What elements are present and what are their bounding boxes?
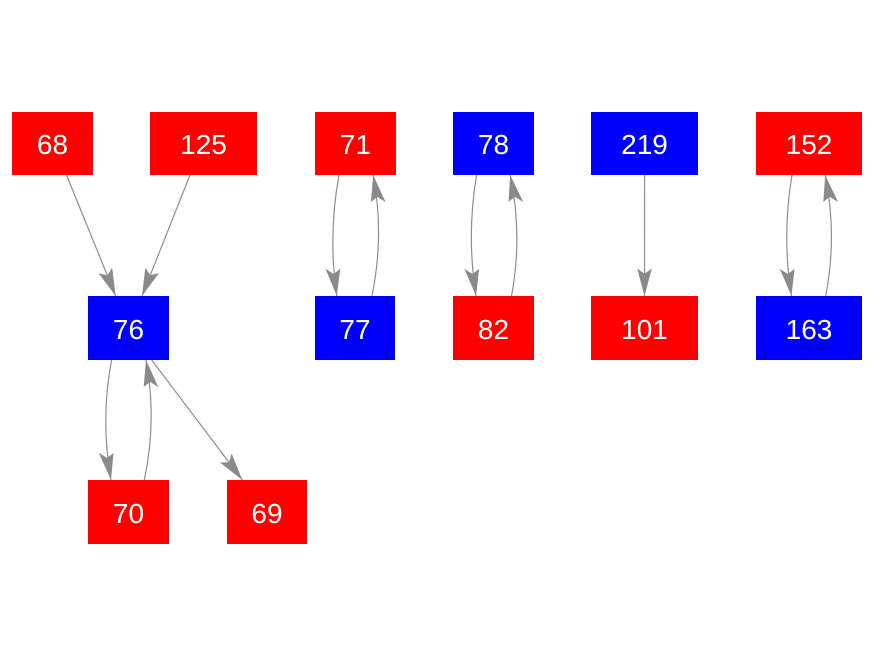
node-label-76: 76 <box>112 313 145 345</box>
node-label-71: 71 <box>339 129 372 160</box>
node-77[interactable]: 77 <box>315 296 395 360</box>
node-71[interactable]: 71 <box>315 112 396 175</box>
arrow-head-76-69 <box>219 453 243 480</box>
edge-82-78 <box>508 174 524 297</box>
node-label-125: 125 <box>180 129 227 160</box>
edge-125-76 <box>141 174 191 297</box>
arrow-head-70-76 <box>143 360 159 388</box>
edge-78-82 <box>464 174 480 297</box>
node-label-68: 68 <box>36 129 69 160</box>
arrow-head-76-70 <box>98 452 114 480</box>
arrow-head-163-152 <box>823 175 839 202</box>
node-152[interactable]: 152 <box>756 112 862 175</box>
node-219[interactable]: 219 <box>591 112 698 175</box>
arrow-head-71-77 <box>325 268 341 296</box>
node-label-219: 219 <box>621 129 668 160</box>
node-69[interactable]: 69 <box>227 480 307 544</box>
node-68[interactable]: 68 <box>12 112 93 175</box>
node-101[interactable]: 101 <box>591 296 698 360</box>
node-label-69: 69 <box>251 497 283 529</box>
arrow-head-77-71 <box>370 175 386 203</box>
arrow-head-152-163 <box>779 268 795 296</box>
node-label-163: 163 <box>785 313 833 345</box>
node-163[interactable]: 163 <box>756 296 862 360</box>
edge-219-101 <box>637 174 652 297</box>
arrow-head-68-76 <box>98 267 116 296</box>
edge-163-152 <box>823 174 839 297</box>
edge-152-163 <box>779 174 795 297</box>
edge-70-76 <box>143 359 159 481</box>
edge-71-77 <box>325 174 341 297</box>
node-78[interactable]: 78 <box>453 112 534 175</box>
arrow-head-78-82 <box>464 268 480 296</box>
arrow-head-219-101 <box>637 268 652 296</box>
node-label-77: 77 <box>339 313 371 345</box>
edge-76-69 <box>151 359 243 481</box>
edge-76-70 <box>98 359 114 481</box>
edge-line-76-69 <box>151 359 243 481</box>
arrow-head-82-78 <box>508 175 524 202</box>
node-label-152: 152 <box>785 129 833 160</box>
node-label-70: 70 <box>112 497 145 529</box>
node-label-78: 78 <box>477 129 510 160</box>
node-label-82: 82 <box>477 313 510 345</box>
node-label-101: 101 <box>621 313 668 345</box>
edge-77-71 <box>370 174 386 297</box>
edge-68-76 <box>65 174 117 297</box>
node-125[interactable]: 125 <box>150 112 257 175</box>
arrow-head-125-76 <box>142 267 159 296</box>
node-76[interactable]: 76 <box>88 296 169 360</box>
node-70[interactable]: 70 <box>88 480 169 544</box>
node-82[interactable]: 82 <box>453 296 534 360</box>
